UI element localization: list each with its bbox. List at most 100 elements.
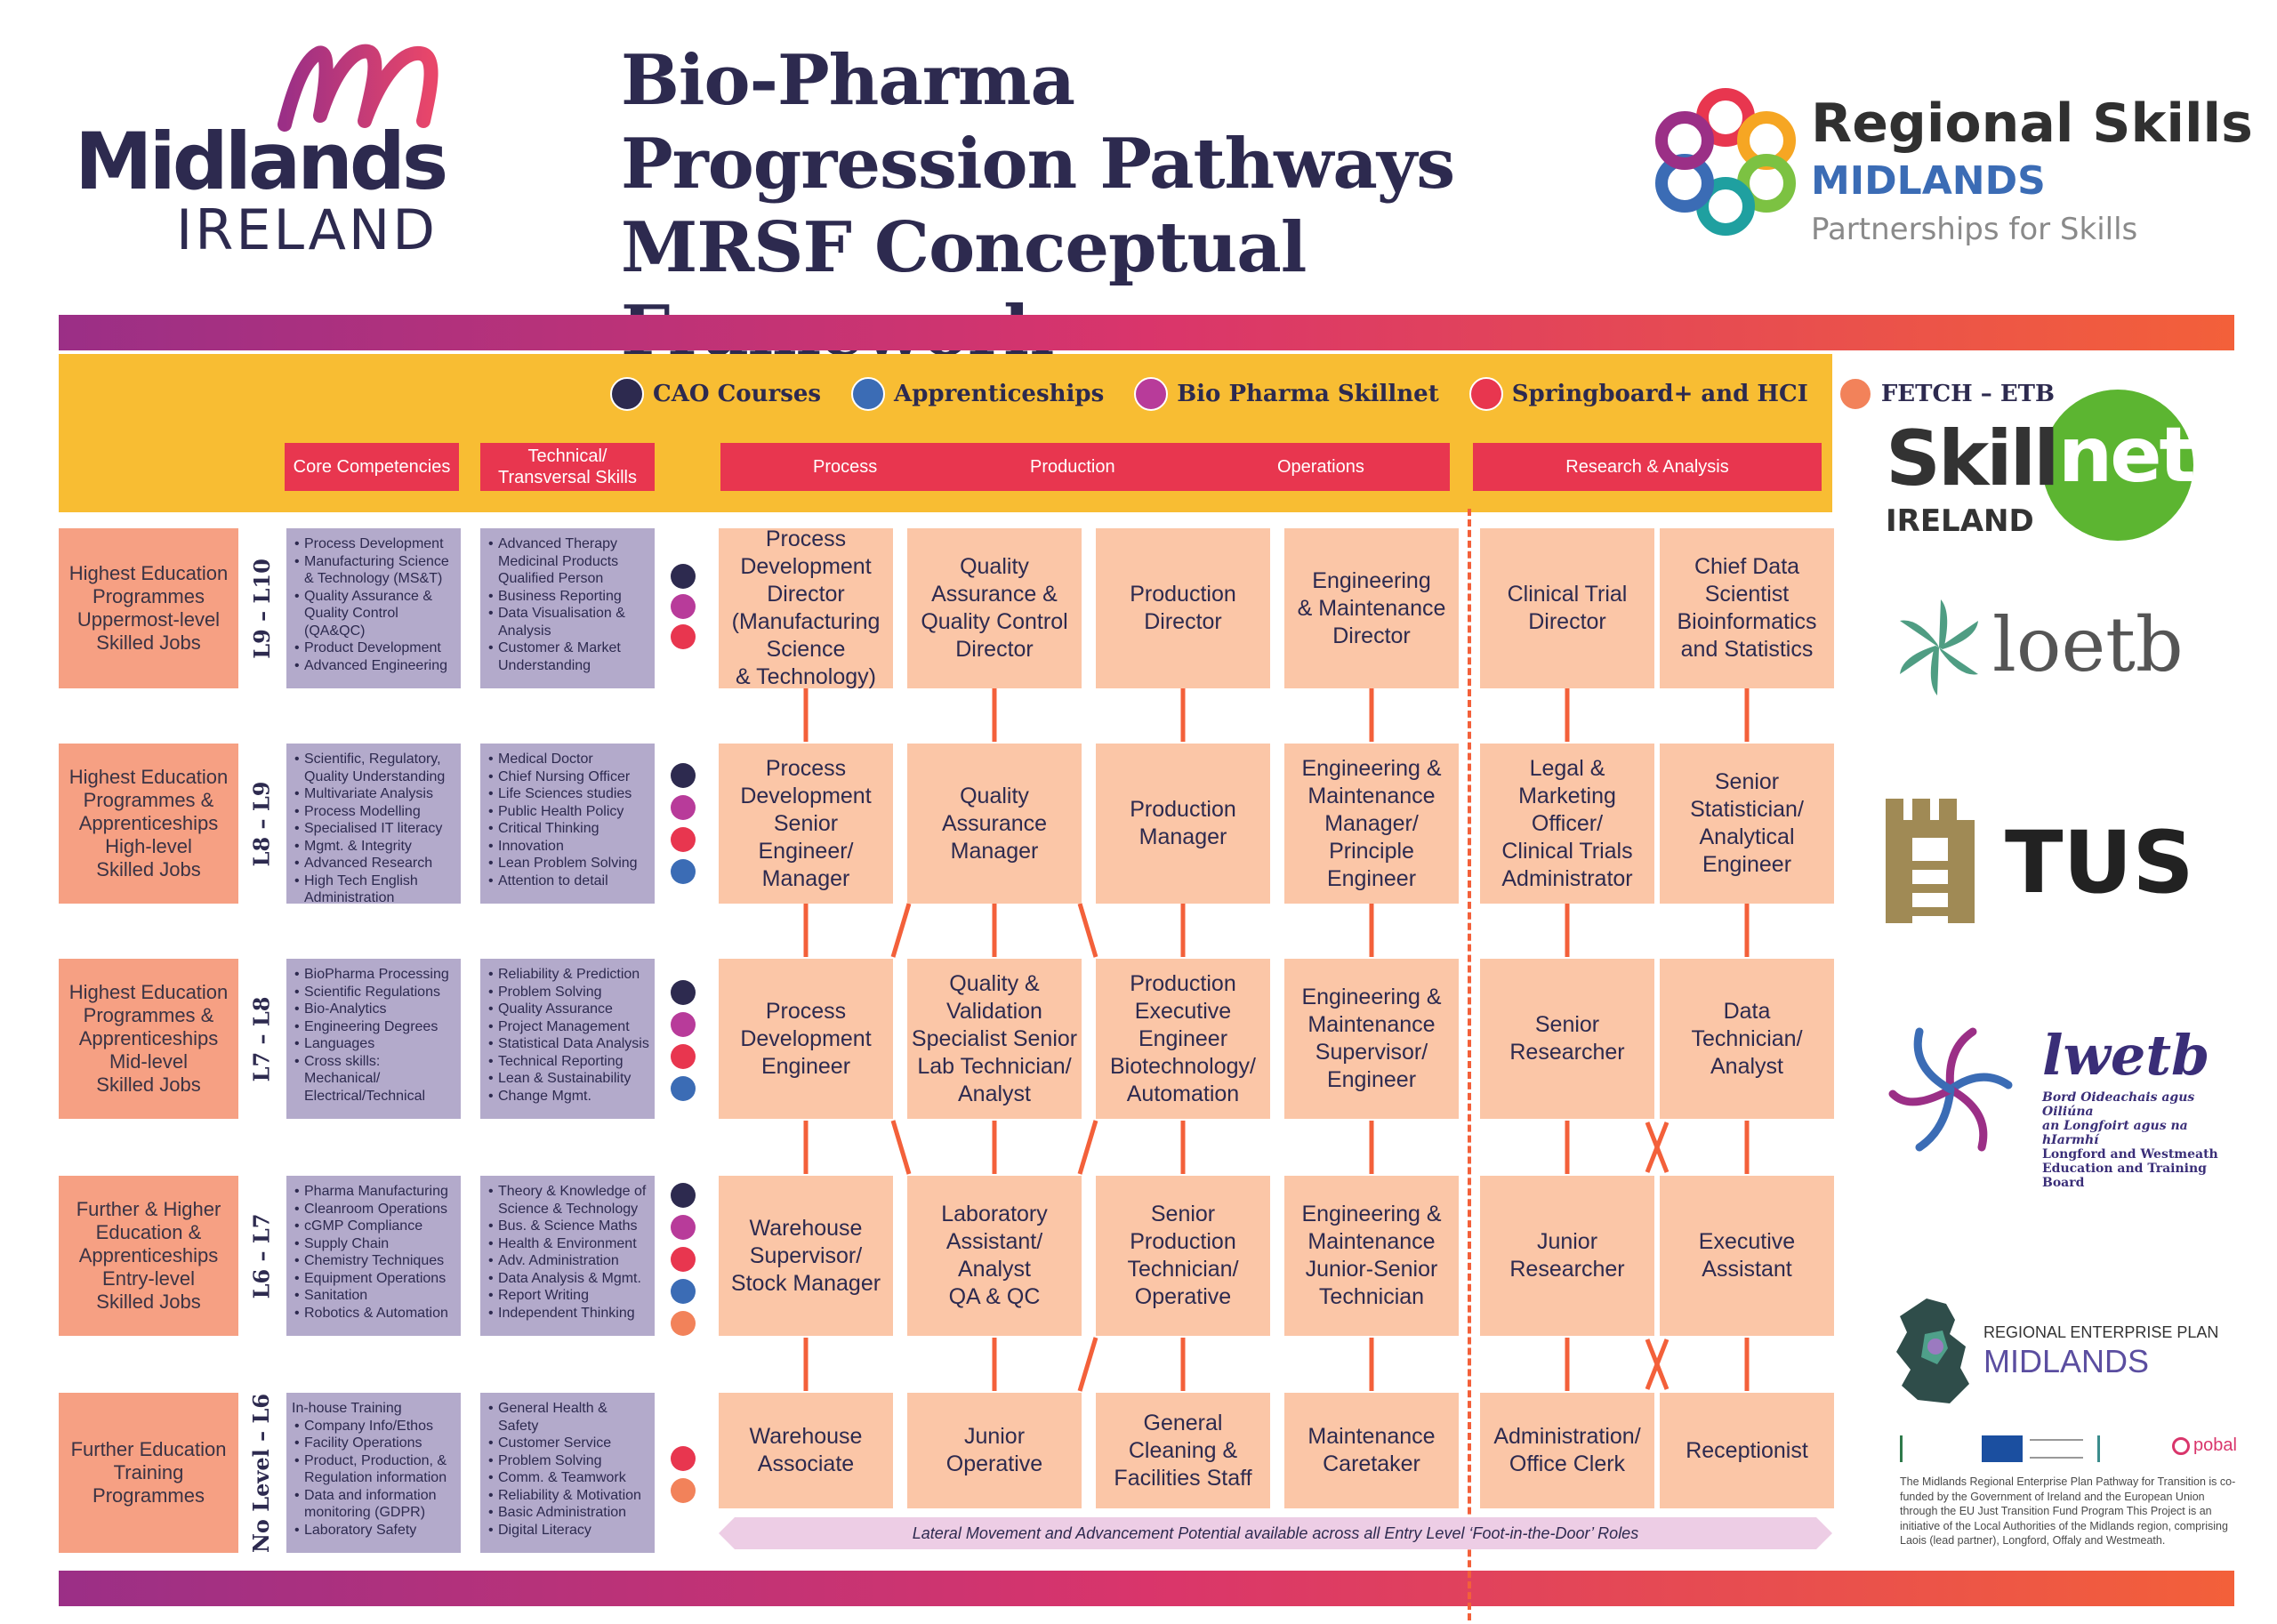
category-line: Programmes & — [83, 789, 214, 811]
legend-item: Apprenticeships — [851, 377, 1104, 411]
category-line: Skilled Jobs — [96, 631, 201, 654]
job-line: Senior — [1714, 769, 1780, 794]
job-line: Warehouse — [749, 1424, 863, 1449]
job-line: Engineering & — [1301, 755, 1442, 781]
job-line: Manager — [1138, 824, 1227, 849]
category-line: Apprenticeships — [78, 1244, 219, 1266]
regional-skills-title: Regional Skills — [1811, 92, 2253, 155]
pathway-dot-icon — [671, 1076, 696, 1101]
midlands-ireland-logo: Midlands IRELAND — [71, 36, 463, 267]
core-competencies-list: Process Development Manufacturing Scienc… — [286, 528, 461, 688]
job-line: Director — [1528, 609, 1606, 634]
job-line: Office Clerk — [1509, 1451, 1626, 1476]
list-item: Health & Environment — [486, 1235, 651, 1253]
eu-flag-icon — [1982, 1435, 2023, 1462]
list-item: Manufacturing Science & Technology (MS&T… — [292, 553, 457, 588]
core-competencies-list: BioPharma Processing Scientific Regulati… — [286, 959, 461, 1119]
technical-skills-list: Reliability & Prediction Problem Solving… — [480, 959, 655, 1119]
job-line: Data — [1723, 998, 1771, 1024]
pathway-dot-icon — [671, 594, 696, 619]
list-item: Quality Assurance & Quality Control (QA&… — [292, 588, 457, 640]
category-line: Apprenticeships — [78, 812, 219, 834]
list-item: Advanced Research — [292, 855, 457, 872]
job-line: Analytical — [1699, 824, 1795, 849]
job-line: Development — [740, 1025, 872, 1051]
job-line: Chief Data — [1694, 554, 1800, 579]
list-item: Theory & Knowledge of Science & Technolo… — [486, 1183, 651, 1218]
tus-word: TUS — [2005, 813, 2194, 912]
pobal-icon — [2172, 1437, 2190, 1455]
list-item: Life Sciences studies — [486, 785, 651, 803]
research-divider — [1468, 509, 1471, 1620]
list-item: Quality Assurance — [486, 1001, 651, 1018]
job-box: Receptionist — [1660, 1393, 1834, 1508]
list-item: Digital Literacy — [486, 1522, 651, 1540]
title-line-2: Progression Pathways — [621, 124, 1455, 205]
regional-assembly-icon — [2097, 1435, 2160, 1462]
list-item: Advanced Therapy Medicinal Products Qual… — [486, 535, 651, 588]
level-text: L7 – L8 — [248, 996, 275, 1081]
title-line-1: Bio-Pharma — [621, 40, 1075, 121]
job-box: Engineering & Maintenance Manager/ Princ… — [1284, 744, 1459, 904]
pathway-dot-icon — [671, 1247, 696, 1272]
category-line: Programmes — [93, 1484, 205, 1507]
list-item: Cleanroom Operations — [292, 1201, 457, 1218]
job-box: Production Manager — [1096, 744, 1270, 904]
header-core-competencies: Core Competencies — [285, 443, 459, 491]
job-line: Engineer — [760, 1053, 851, 1079]
list-item: Pharma Manufacturing — [292, 1183, 457, 1201]
job-line: General — [1143, 1410, 1223, 1435]
category-line: Apprenticeships — [78, 1027, 219, 1049]
level-label: L6 – L7 — [240, 1176, 283, 1336]
pathway-dot-icon — [671, 827, 696, 852]
list-item: Innovation — [486, 838, 651, 856]
pathway-dot-icon — [671, 763, 696, 788]
job-line: Cleaning & — [1128, 1437, 1238, 1463]
legend-label: Springboard+ and HCI — [1511, 381, 1808, 407]
pathway-dot-icon — [671, 1044, 696, 1069]
job-box: Junior Operative — [907, 1393, 1082, 1508]
rep-line-2: MIDLANDS — [1983, 1343, 2150, 1379]
page-title: Bio-Pharma Progression Pathways MRSF Con… — [621, 39, 1635, 374]
job-box: Engineering & Maintenance Junior-Senior … — [1284, 1176, 1459, 1336]
header-research-analysis: Research & Analysis — [1473, 443, 1822, 491]
pathway-dot-icon — [671, 1183, 696, 1208]
tus-castle-icon — [1886, 799, 1975, 923]
pathway-dot-icon — [671, 795, 696, 820]
lwetb-logo: lwetb Bord Oideachais agus Oiliúna an Lo… — [1884, 1023, 2240, 1190]
job-line: Marketing — [1518, 783, 1616, 808]
job-box: Warehouse Supervisor/ Stock Manager — [719, 1176, 893, 1336]
list-item: Reliability & Motivation — [486, 1487, 651, 1505]
job-line: Scientist — [1704, 582, 1790, 607]
legend-label: FETCH – ETB — [1880, 381, 2055, 407]
list-item: Chemistry Techniques — [292, 1252, 457, 1270]
category-line: Skilled Jobs — [96, 1290, 201, 1313]
job-line: Assistant/ — [945, 1229, 1043, 1254]
technical-skills-list: Theory & Knowledge of Science & Technolo… — [480, 1176, 655, 1336]
job-line: (Manufacturing — [731, 609, 881, 634]
job-box: Engineering & Maintenance Director — [1284, 528, 1459, 688]
job-line: Clinical Trials — [1501, 838, 1633, 864]
list-item: Data Visualisation & Analysis — [486, 605, 651, 639]
header-technical-line: Transversal Skills — [498, 468, 637, 487]
regional-skills-knot-icon — [1655, 88, 1796, 236]
job-line: Quality Control — [921, 609, 1068, 634]
category-line: Skilled Jobs — [96, 1073, 201, 1096]
job-box: Engineering & Maintenance Supervisor/ En… — [1284, 959, 1459, 1119]
job-line: Supervisor/ — [1315, 1040, 1428, 1065]
header-process-production-operations: Process Production Operations — [720, 443, 1450, 491]
job-line: Process — [765, 998, 847, 1024]
top-gradient-bar — [59, 315, 2234, 350]
ireland-map-icon — [1896, 1298, 1969, 1403]
job-line: Executive — [1134, 998, 1232, 1024]
category-line: Programmes & — [83, 1004, 214, 1026]
list-item: Supply Chain — [292, 1235, 457, 1253]
funding-disclaimer: The Midlands Regional Enterprise Plan Pa… — [1900, 1475, 2236, 1547]
job-line: Engineer/ — [758, 838, 854, 864]
level-text: No Level – L6 — [248, 1393, 275, 1553]
job-box: Warehouse Associate — [719, 1393, 893, 1508]
job-line: Caretaker — [1323, 1451, 1420, 1476]
job-line: Analyst — [958, 1257, 1031, 1282]
funder-logos: pobal — [1900, 1434, 2238, 1466]
job-line: Senior — [773, 810, 839, 836]
